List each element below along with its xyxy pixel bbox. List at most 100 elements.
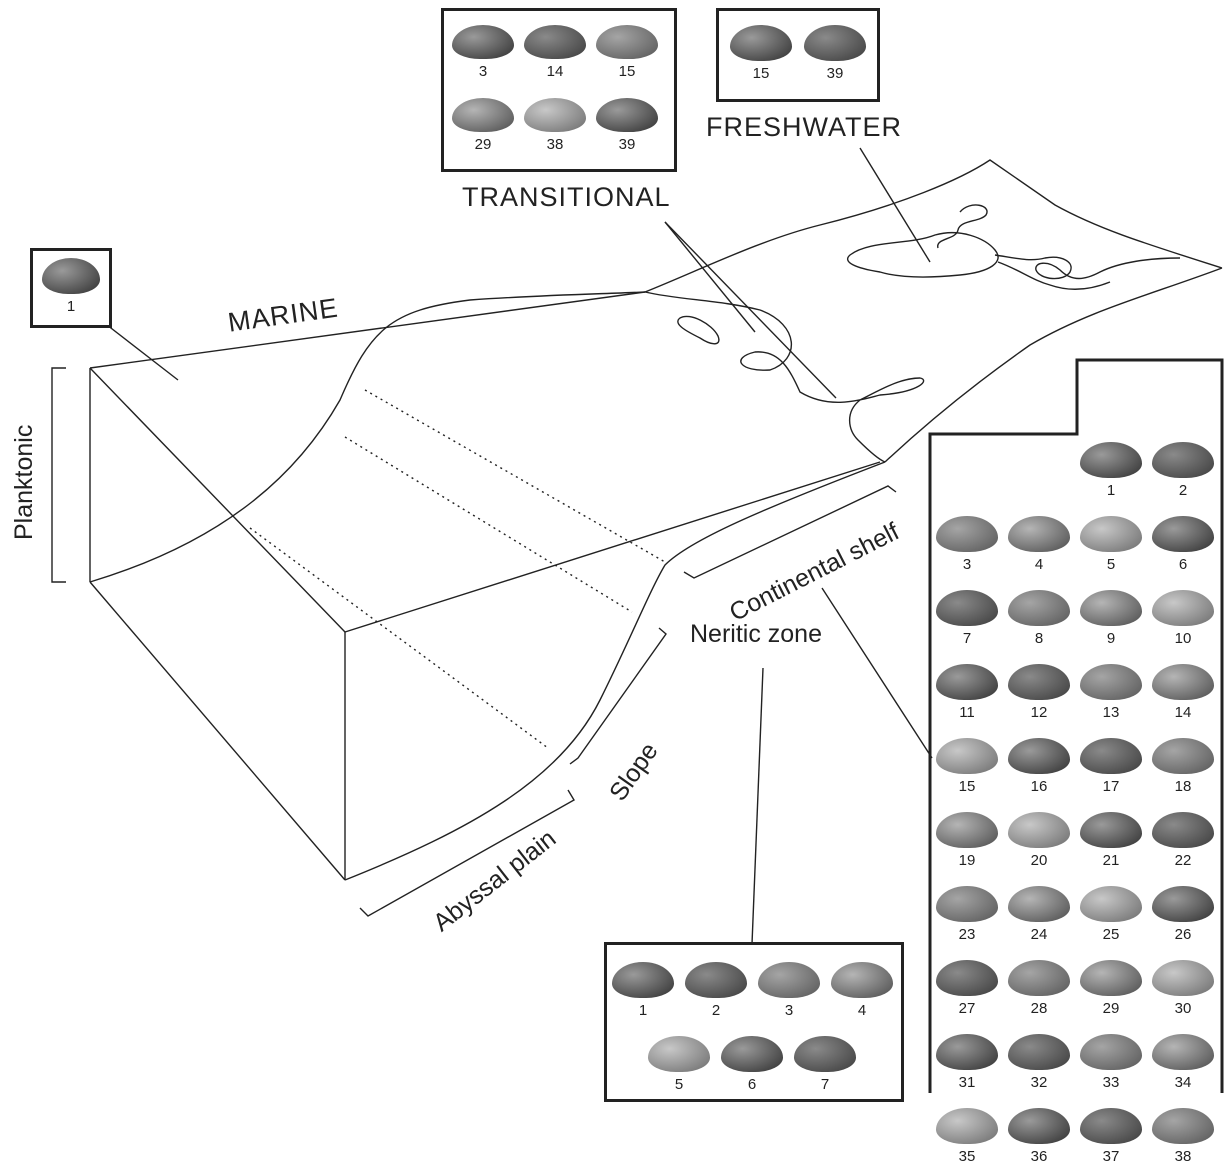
specimen-number: 18 (1174, 778, 1192, 795)
ostracod-specimen-continental_shelf-22 (1152, 812, 1214, 848)
ostracod-specimen-continental_shelf-6 (1152, 516, 1214, 552)
specimen-number: 12 (1030, 704, 1048, 721)
specimen-number: 26 (1174, 926, 1192, 943)
specimen-number: 35 (958, 1148, 976, 1165)
leader-freshwater (859, 147, 931, 263)
ostracod-specimen-transitional-3 (452, 25, 514, 59)
freshwater-label: FRESHWATER (706, 112, 902, 142)
specimen-number: 17 (1102, 778, 1120, 795)
specimen-number: 20 (1030, 852, 1048, 869)
specimen-number: 6 (747, 1076, 757, 1093)
ostracod-specimen-continental_shelf-1 (1080, 442, 1142, 478)
specimen-number: 8 (1034, 630, 1044, 647)
river-lower (997, 261, 1111, 290)
specimen-number: 37 (1102, 1148, 1120, 1165)
specimen-number: 38 (546, 136, 564, 153)
planktonic-bracket (51, 367, 66, 583)
depth-line-3 (249, 527, 549, 749)
ostracod-specimen-planktonic-1 (42, 258, 100, 294)
ostracod-specimen-continental_shelf-4 (1008, 516, 1070, 552)
ostracod-specimen-continental_shelf-17 (1080, 738, 1142, 774)
leader-continental-shelf (821, 587, 933, 759)
ostracod-specimen-continental_shelf-11 (936, 664, 998, 700)
specimen-number: 36 (1030, 1148, 1048, 1165)
ostracod-specimen-continental_shelf-36 (1008, 1108, 1070, 1144)
ostracod-specimen-continental_shelf-23 (936, 886, 998, 922)
ostracod-specimen-continental_shelf-20 (1008, 812, 1070, 848)
ostracod-specimen-transitional-15 (596, 25, 658, 59)
ostracod-specimen-neritic-2 (685, 962, 747, 998)
specimen-number: 5 (674, 1076, 684, 1093)
ostracod-specimen-continental_shelf-12 (1008, 664, 1070, 700)
specimen-number: 28 (1030, 1000, 1048, 1017)
ostracod-specimen-continental_shelf-8 (1008, 590, 1070, 626)
shelf-top-edge (344, 461, 881, 633)
ostracod-specimen-continental_shelf-32 (1008, 1034, 1070, 1070)
ostracod-specimen-neritic-3 (758, 962, 820, 998)
ostracod-specimen-transitional-38 (524, 98, 586, 132)
specimen-number: 6 (1178, 556, 1188, 573)
specimen-number: 32 (1030, 1074, 1048, 1091)
specimen-number: 39 (826, 65, 844, 82)
ostracod-specimen-continental_shelf-38 (1152, 1108, 1214, 1144)
specimen-number: 2 (1178, 482, 1188, 499)
specimen-number: 30 (1174, 1000, 1192, 1017)
specimen-number: 27 (958, 1000, 976, 1017)
specimen-number: 23 (958, 926, 976, 943)
specimen-number: 21 (1102, 852, 1120, 869)
depth-line-1 (364, 389, 666, 563)
specimen-number: 3 (784, 1002, 794, 1019)
ostracod-specimen-continental_shelf-18 (1152, 738, 1214, 774)
ostracod-specimen-neritic-4 (831, 962, 893, 998)
ostracod-specimen-transitional-14 (524, 25, 586, 59)
ostracod-specimen-continental_shelf-34 (1152, 1034, 1214, 1070)
specimen-number: 16 (1030, 778, 1048, 795)
specimen-number: 5 (1106, 556, 1116, 573)
specimen-number: 9 (1106, 630, 1116, 647)
ostracod-specimen-continental_shelf-35 (936, 1108, 998, 1144)
continental-shelf-bracket (683, 485, 897, 579)
abyssal-bracket (359, 789, 575, 917)
specimen-number: 31 (958, 1074, 976, 1091)
specimen-number: 29 (1102, 1000, 1120, 1017)
specimen-number: 7 (962, 630, 972, 647)
specimen-number: 2 (711, 1002, 721, 1019)
ostracod-specimen-continental_shelf-15 (936, 738, 998, 774)
specimen-number: 11 (959, 704, 975, 721)
leader-transitional-1 (664, 221, 756, 333)
specimen-number: 1 (1106, 482, 1116, 499)
ostracod-specimen-continental_shelf-25 (1080, 886, 1142, 922)
specimen-number: 22 (1174, 852, 1192, 869)
ostracod-specimen-continental_shelf-33 (1080, 1034, 1142, 1070)
ostracod-specimen-continental_shelf-14 (1152, 664, 1214, 700)
specimen-number: 15 (752, 65, 770, 82)
block-top-edge (89, 291, 646, 369)
ostracod-specimen-continental_shelf-9 (1080, 590, 1142, 626)
leader-transitional-2 (664, 221, 837, 399)
ostracod-specimen-continental_shelf-37 (1080, 1108, 1142, 1144)
specimen-number: 15 (958, 778, 976, 795)
land-front-edge (884, 267, 1223, 463)
ostracod-specimen-continental_shelf-26 (1152, 886, 1214, 922)
specimen-number: 4 (1034, 556, 1044, 573)
specimen-number: 14 (546, 63, 564, 80)
neritic-zone-label: Neritic zone (690, 620, 822, 648)
ostracod-specimen-continental_shelf-7 (936, 590, 998, 626)
river (937, 204, 1181, 280)
ostracod-specimen-continental_shelf-28 (1008, 960, 1070, 996)
bathymetry-profile-back (89, 291, 646, 583)
specimen-number: 7 (820, 1076, 830, 1093)
ostracod-specimen-continental_shelf-24 (1008, 886, 1070, 922)
specimen-number: 13 (1102, 704, 1120, 721)
specimen-number: 1 (66, 298, 76, 315)
ostracod-specimen-neritic-1 (612, 962, 674, 998)
specimen-number: 4 (857, 1002, 867, 1019)
ostracod-specimen-freshwater-39 (804, 25, 866, 61)
ostracod-specimen-neritic-7 (794, 1036, 856, 1072)
ostracod-specimen-continental_shelf-16 (1008, 738, 1070, 774)
ostracod-specimen-continental_shelf-31 (936, 1034, 998, 1070)
coastline (644, 291, 925, 463)
leader-marine (97, 317, 179, 381)
block-diagram (51, 147, 1223, 945)
specimen-number: 29 (474, 136, 492, 153)
